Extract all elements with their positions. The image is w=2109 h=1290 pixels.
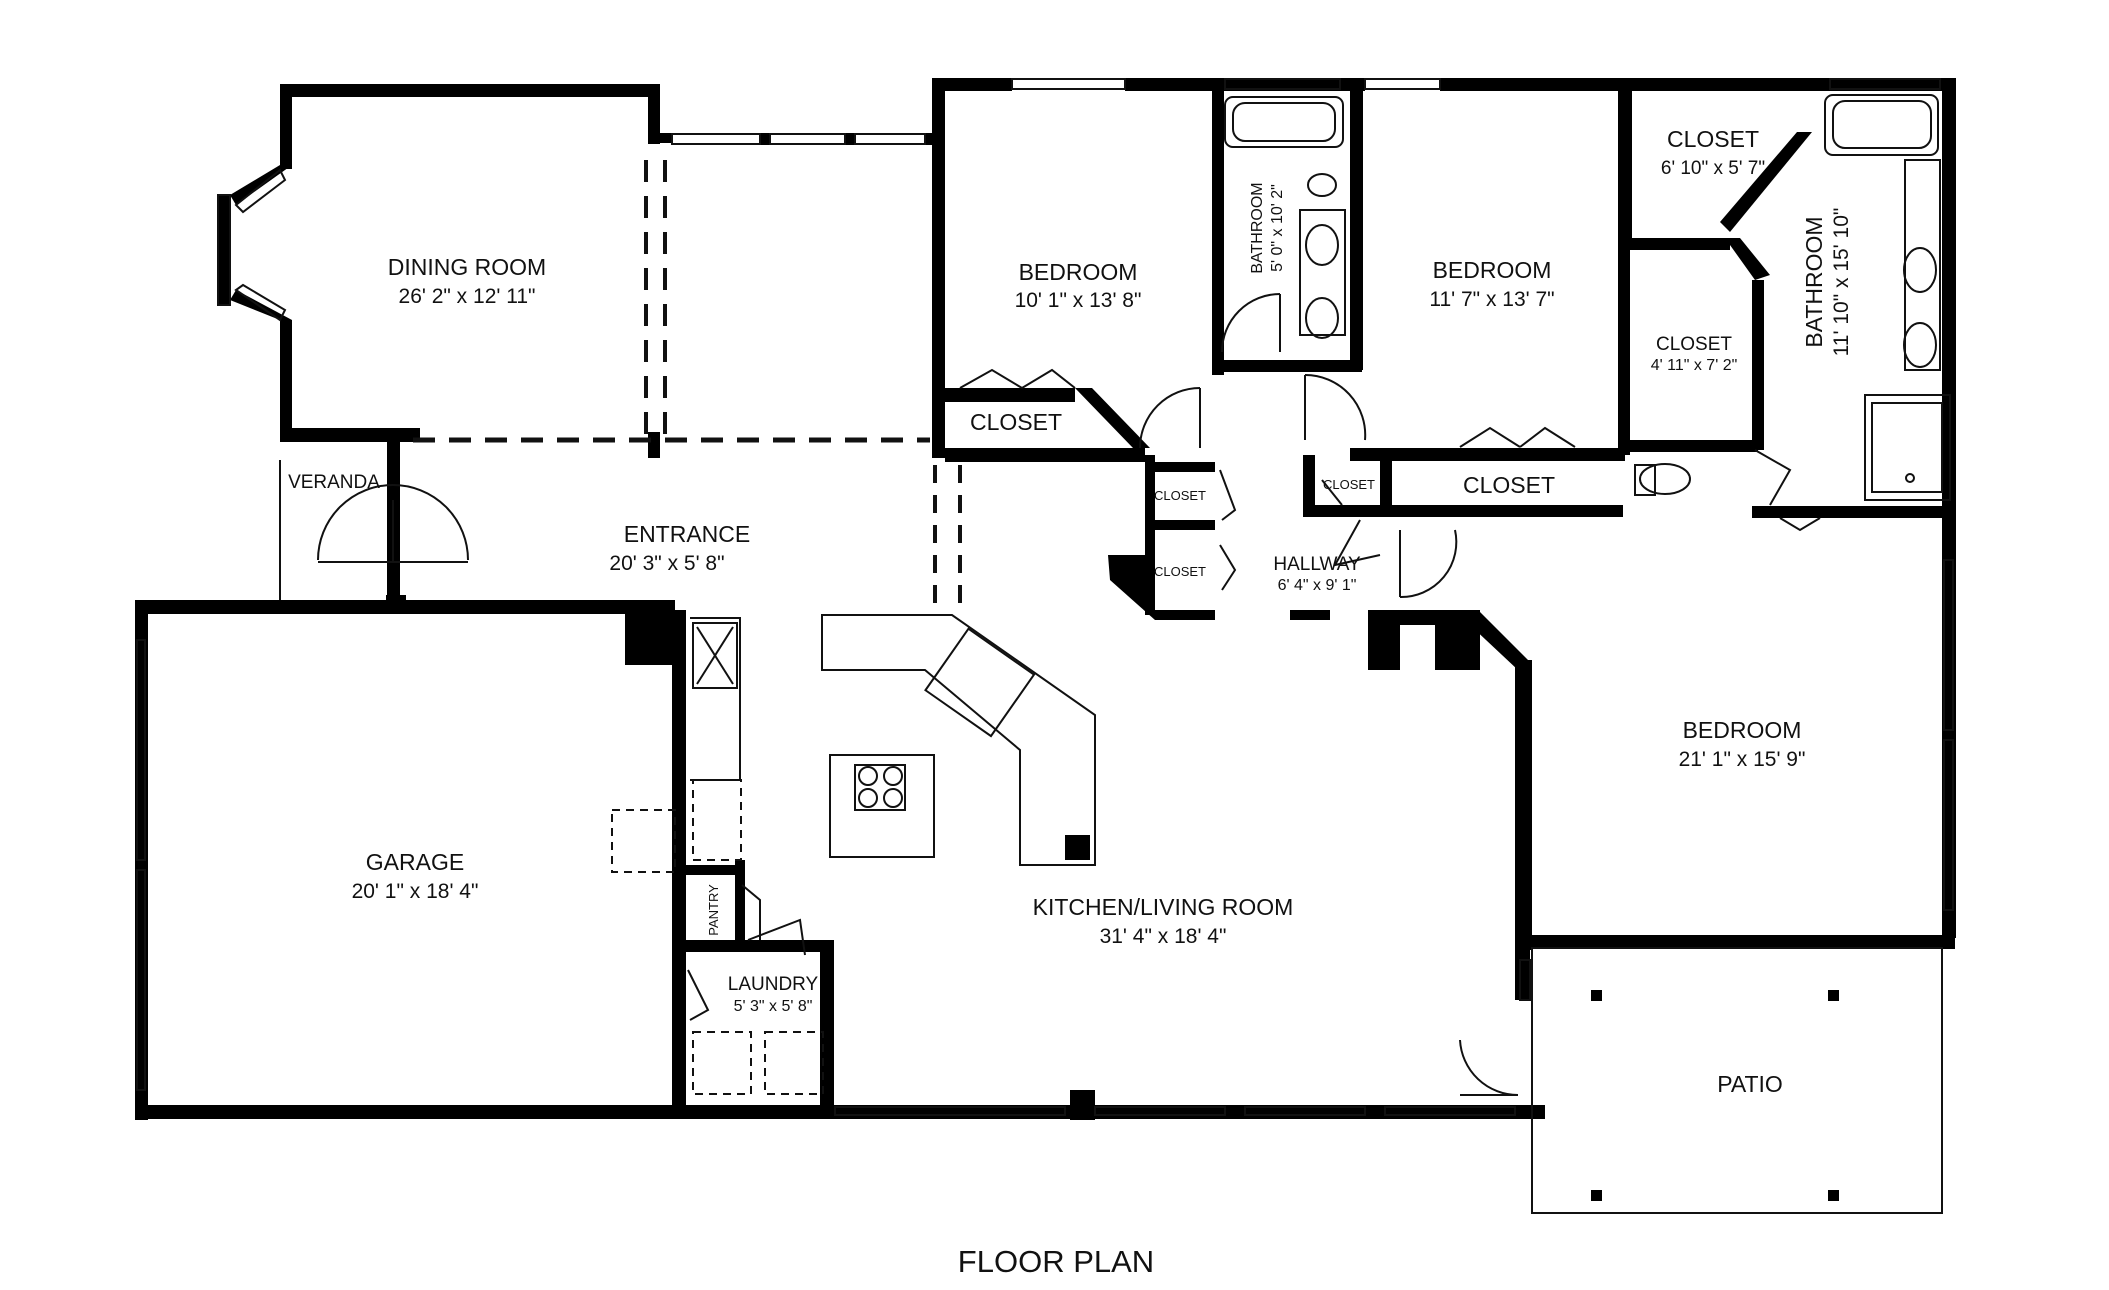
garage-name: GARAGE	[366, 849, 464, 875]
closet-b-dims: 4' 11" x 7' 2"	[1651, 357, 1738, 374]
entrance-name: ENTRANCE	[624, 521, 751, 547]
thin-lines	[136, 78, 1954, 1214]
hallway-name: HALLWAY	[1273, 554, 1361, 575]
veranda-name: VERANDA	[288, 472, 380, 493]
bathroom-1-dims: 5' 0" x 10' 2"	[1269, 184, 1286, 272]
laundry-name: LAUNDRY	[728, 974, 819, 995]
bedroom-3-dims: 21' 1" x 15' 9"	[1679, 748, 1806, 771]
patio-posts	[1591, 990, 1839, 1201]
closet-bed2-name: CLOSET	[1463, 472, 1555, 498]
dining-room-name: DINING ROOM	[388, 254, 546, 280]
closet-b-name: CLOSET	[1656, 334, 1732, 355]
bathroom-1-name: BATHROOM	[1249, 182, 1266, 273]
patio-name: PATIO	[1717, 1071, 1783, 1097]
floor-plan-title: FLOOR PLAN	[958, 1244, 1154, 1279]
laundry-dims: 5' 3" x 5' 8"	[734, 998, 813, 1015]
bedroom-1-dims: 10' 1" x 13' 8"	[1015, 289, 1142, 312]
closet-a-name: CLOSET	[1667, 126, 1759, 152]
closet-bed1-name: CLOSET	[970, 409, 1062, 435]
garage-dims: 20' 1" x 18' 4"	[352, 880, 479, 903]
kitchen-living-name: KITCHEN/LIVING ROOM	[1033, 894, 1294, 920]
bedroom-3-name: BEDROOM	[1683, 717, 1802, 743]
bathroom-2-dims: 11' 10" x 15' 10"	[1830, 208, 1853, 357]
kitchen-living-dims: 31' 4" x 18' 4"	[1100, 925, 1227, 948]
bathroom-2-name: BATHROOM	[1801, 216, 1827, 347]
dining-room-dims: 26' 2" x 12' 11"	[399, 285, 536, 308]
walls	[135, 78, 1956, 1120]
closet-small-3-name: CLOSET	[1323, 477, 1375, 492]
pantry-name: PANTRY	[706, 884, 721, 936]
bedroom-2-dims: 11' 7" x 13' 7"	[1429, 288, 1554, 311]
bedroom-2-name: BEDROOM	[1433, 257, 1552, 283]
closet-small-2-name: CLOSET	[1154, 564, 1206, 579]
closet-a-dims: 6' 10" x 5' 7"	[1661, 158, 1765, 179]
closet-small-1-name: CLOSET	[1154, 488, 1206, 503]
entrance-dims: 20' 3" x 5' 8"	[609, 552, 724, 575]
bedroom-1-name: BEDROOM	[1019, 259, 1138, 285]
hallway-dims: 6' 4" x 9' 1"	[1278, 577, 1357, 594]
room-labels: DINING ROOM 26' 2" x 12' 11" BEDROOM 10'…	[288, 126, 1853, 1279]
